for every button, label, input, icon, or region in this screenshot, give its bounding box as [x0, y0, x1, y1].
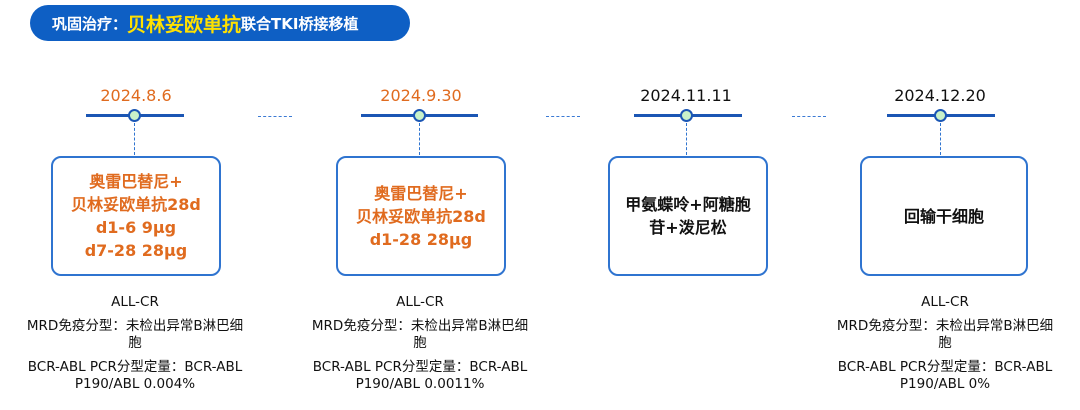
timeline-stage-4: 2024.12.20 回输干细胞 ALL-CR MRD免疫分型：未检出异常B淋巴… [837, 0, 1080, 410]
timeline-stage-2: 2024.9.30 奥雷巴替尼+ 贝林妥欧单抗28d d1-28 28μg AL… [312, 0, 596, 410]
title-suffix: 联合TKI桥接移植 [241, 14, 359, 33]
treatment-box: 奥雷巴替尼+ 贝林妥欧单抗28d d1-28 28μg [336, 156, 506, 276]
section-title-banner: 巩固治疗： 贝林妥欧单抗 联合TKI桥接移植 [30, 5, 410, 41]
timeline-node [680, 109, 693, 122]
timeline-connector [546, 116, 580, 117]
title-highlight: 贝林妥欧单抗 [127, 13, 242, 36]
timeline-connector [258, 116, 292, 117]
stage-date: 2024.8.6 [100, 86, 172, 105]
timeline-stage-3: 2024.11.11 甲氨蝶呤+阿糖胞 苷+泼尼松 [603, 0, 863, 410]
timeline-stage-1: 2024.8.6 奥雷巴替尼+ 贝林妥欧单抗28d d1-6 9μg d7-28… [27, 0, 311, 410]
treatment-box: 甲氨蝶呤+阿糖胞 苷+泼尼松 [608, 156, 768, 276]
timeline-node [128, 109, 141, 122]
timeline-drop-line [940, 123, 941, 155]
stage-date: 2024.12.20 [894, 86, 986, 105]
timeline-connector [792, 116, 826, 117]
stage-date: 2024.11.11 [640, 86, 732, 105]
stage-date: 2024.9.30 [380, 86, 462, 105]
result-notes: ALL-CR MRD免疫分型：未检出异常B淋巴细 胞 BCR-ABL PCR分型… [26, 294, 244, 392]
title-prefix: 巩固治疗： [52, 14, 128, 33]
timeline-node [934, 109, 947, 122]
treatment-box: 回输干细胞 [860, 156, 1028, 276]
treatment-box: 奥雷巴替尼+ 贝林妥欧单抗28d d1-6 9μg d7-28 28μg [51, 156, 221, 276]
result-notes: ALL-CR MRD免疫分型：未检出异常B淋巴细 胞 BCR-ABL PCR分型… [836, 294, 1054, 392]
timeline-drop-line [686, 123, 687, 155]
timeline-drop-line [419, 123, 420, 155]
timeline-node [413, 109, 426, 122]
timeline-drop-line [134, 123, 135, 155]
result-notes: ALL-CR MRD免疫分型：未检出异常B淋巴细 胞 BCR-ABL PCR分型… [311, 294, 529, 392]
